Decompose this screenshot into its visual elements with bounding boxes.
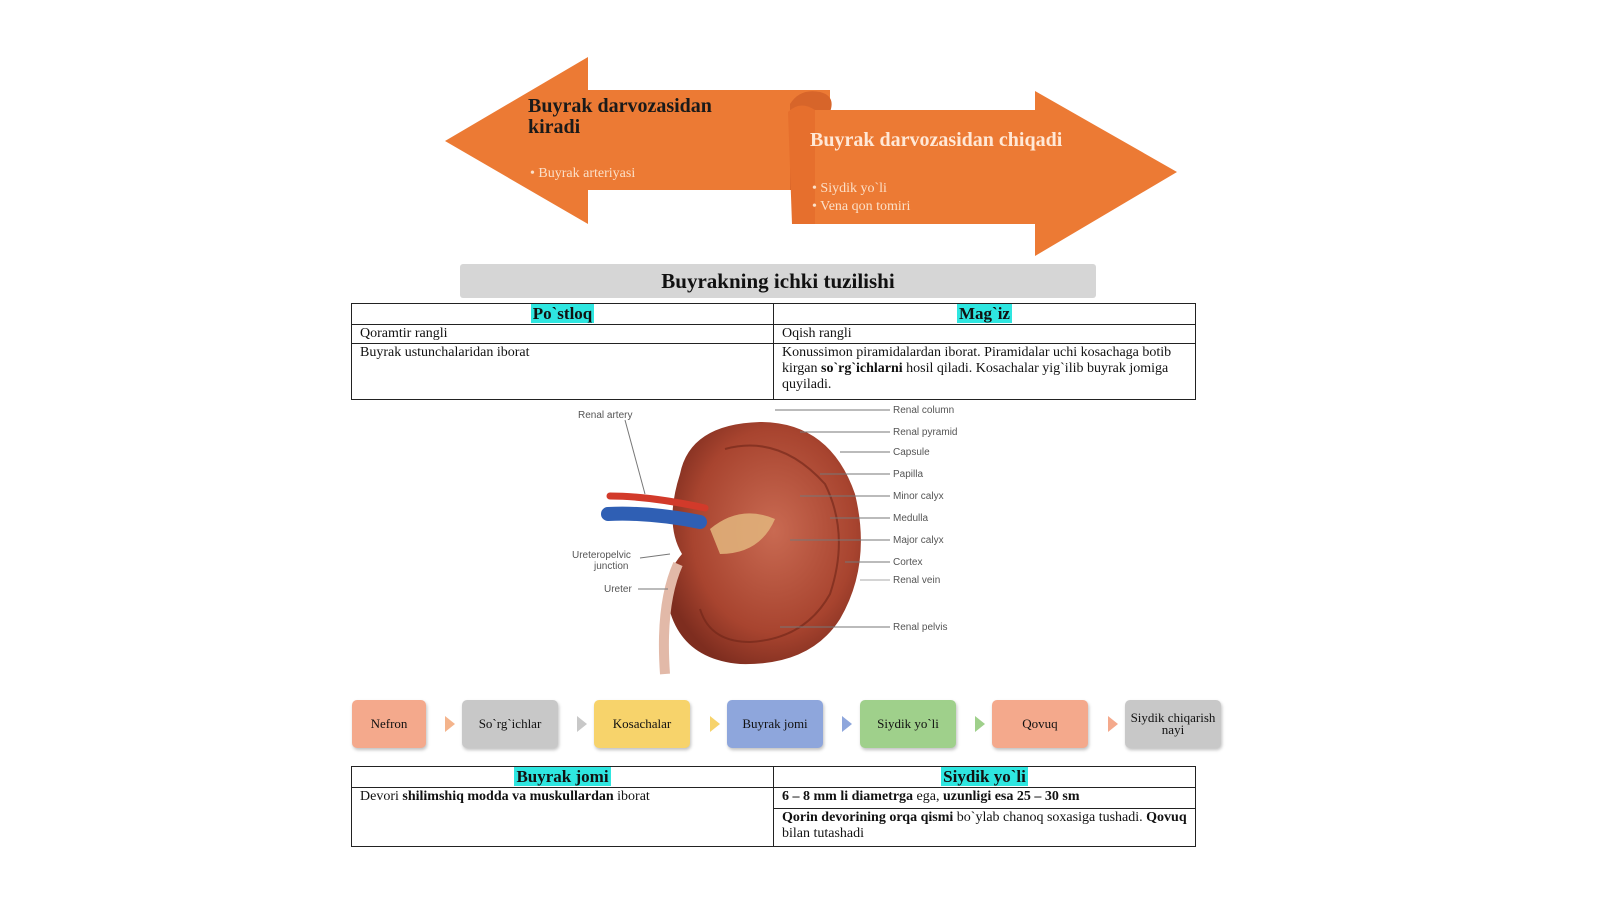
flow-step-kosachalar: Kosachalar	[594, 700, 690, 748]
table-header: Siydik yo`li	[773, 766, 1196, 788]
label-ureteropelvic: Ureteropelvic	[572, 550, 631, 561]
incoming-arrow-title: Buyrak darvozasidan kiradi	[528, 95, 712, 138]
svg-text:Capsule: Capsule	[893, 447, 930, 458]
outgoing-arrow	[788, 91, 1177, 256]
table-header: Po`stloq	[351, 303, 774, 325]
outgoing-arrow-item: • Siydik yo`li	[812, 181, 887, 196]
label-ureter: Ureter	[604, 584, 632, 595]
svg-text:Renal pyramid: Renal pyramid	[893, 427, 957, 438]
table-cell: Qorin devorining orqa qismi bo`ylab chan…	[773, 807, 1196, 848]
flow-step-qovuq: Qovuq	[992, 700, 1088, 748]
table-cell: Buyrak ustunchalaridan iborat	[351, 343, 774, 400]
flow-arrow	[445, 716, 455, 732]
flow-arrow	[842, 716, 852, 732]
table-cell: Qoramtir rangli	[351, 324, 774, 344]
incoming-arrow	[445, 57, 830, 224]
flow-step-siydik-chiqarish-nayi: Siydik chiqarish nayi	[1125, 700, 1221, 748]
flow-step-siydik-yoli: Siydik yo`li	[860, 700, 956, 748]
flow-arrow	[1108, 716, 1118, 732]
svg-text:Medulla: Medulla	[893, 513, 928, 524]
svg-text:Renal pelvis: Renal pelvis	[893, 622, 947, 633]
flow-arrow	[975, 716, 985, 732]
structure-table: Po`stloq Mag`iz Qoramtir rangli Oqish ra…	[351, 303, 1196, 400]
label-ureteropelvic: junction	[593, 561, 628, 572]
pelvis-ureter-table: Buyrak jomi Siydik yo`li Devori shilimsh…	[351, 766, 1196, 848]
outgoing-arrow-item: • Vena qon tomiri	[812, 199, 911, 214]
flow-arrow	[710, 716, 720, 732]
renal-artery	[606, 492, 709, 512]
flow-step-nefron: Nefron	[352, 700, 426, 748]
flow-arrow	[577, 716, 587, 732]
ureter	[658, 561, 683, 675]
incoming-arrow-item: • Buyrak arteriyasi	[530, 166, 636, 181]
kidney-shape	[667, 422, 861, 665]
flow-step-buyrak-jomi: Buyrak jomi	[727, 700, 823, 748]
table-header: Buyrak jomi	[351, 766, 774, 788]
section-title: Buyrakning ichki tuzilishi	[460, 264, 1096, 298]
svg-text:Major calyx: Major calyx	[893, 535, 944, 546]
svg-text:Papilla: Papilla	[893, 469, 923, 480]
svg-text:Minor calyx: Minor calyx	[893, 491, 944, 502]
svg-text:Cortex: Cortex	[893, 557, 922, 568]
table-cell: Devori shilimshiq modda va muskullardan …	[351, 787, 774, 847]
double-arrow-graphic	[445, 57, 1177, 256]
label-renal-artery: Renal artery	[578, 410, 632, 421]
outgoing-arrow-title: Buyrak darvozasidan chiqadi	[810, 129, 1063, 151]
table-header: Mag`iz	[773, 303, 1196, 325]
kidney-diagram: Renal artery Ureteropelvic junction Uret…	[572, 405, 957, 675]
svg-text:Renal vein: Renal vein	[893, 575, 940, 586]
table-cell: 6 – 8 mm li diametrga ega, uzunligi esa …	[773, 787, 1196, 809]
flow-step-sorgichlar: So`rg`ichlar	[462, 700, 558, 748]
table-cell: Konussimon piramidalardan iborat. Pirami…	[773, 343, 1196, 400]
table-cell: Oqish rangli	[773, 324, 1196, 344]
renal-vein	[601, 506, 707, 529]
right-labels: Renal column Renal pyramid Capsule Papil…	[775, 405, 957, 633]
svg-text:Renal column: Renal column	[893, 405, 954, 416]
